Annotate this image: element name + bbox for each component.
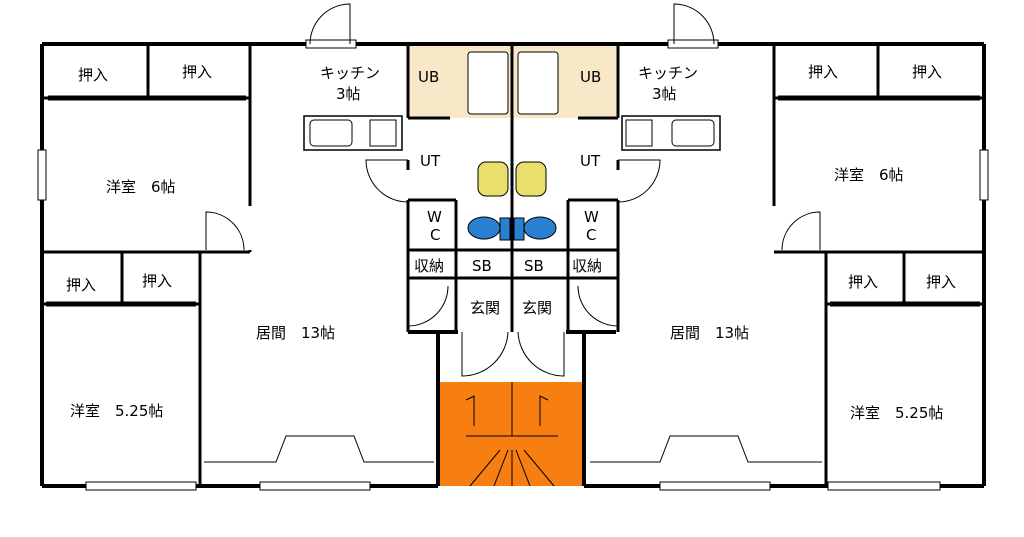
kitchen-left bbox=[303, 115, 403, 151]
label-youshitsu-525-right: 洋室 5.25帖 bbox=[850, 404, 943, 422]
label-ut-left: UT bbox=[420, 152, 441, 170]
label-youshitsu-525-left: 洋室 5.25帖 bbox=[70, 402, 163, 420]
stairs-fill bbox=[438, 382, 584, 486]
washbasin-left bbox=[477, 161, 509, 197]
label-wc-c-right: C bbox=[586, 226, 596, 244]
label-oshiire-2: 押入 bbox=[182, 63, 212, 81]
label-ima-left: 居間 13帖 bbox=[256, 324, 335, 342]
windows bbox=[37, 39, 989, 491]
label-shuunou-left: 収納 bbox=[414, 257, 444, 275]
label-ut-right: UT bbox=[580, 152, 601, 170]
door-swings bbox=[205, 3, 821, 377]
label-sb-left: SB bbox=[472, 257, 492, 275]
label-wc-c-left: C bbox=[430, 226, 440, 244]
label-oshiire-1: 押入 bbox=[78, 66, 108, 84]
bathtub-right bbox=[517, 51, 559, 115]
label-oshiire-6: 押入 bbox=[912, 63, 942, 81]
closet-doors bbox=[46, 95, 980, 307]
stair-lines bbox=[465, 382, 558, 487]
label-oshiire-3: 押入 bbox=[66, 276, 96, 294]
label-kitchen-size-left: 3帖 bbox=[336, 85, 361, 103]
toilet-left bbox=[467, 216, 511, 241]
label-youshitsu-6-right: 洋室 6帖 bbox=[834, 166, 904, 184]
living-openings bbox=[204, 435, 822, 463]
interior-walls bbox=[42, 44, 984, 486]
bathtub-left bbox=[467, 51, 509, 115]
label-ub-left: UB bbox=[418, 68, 439, 86]
toilet-right bbox=[513, 216, 557, 241]
label-wc-w-left: W bbox=[427, 208, 442, 226]
label-oshiire-4: 押入 bbox=[142, 272, 172, 290]
label-genkan-left: 玄関 bbox=[470, 299, 500, 317]
label-genkan-right: 玄関 bbox=[522, 299, 552, 317]
outer-walls bbox=[40, 42, 986, 488]
label-kitchen-left: キッチン bbox=[320, 64, 380, 82]
label-youshitsu-6-left: 洋室 6帖 bbox=[106, 178, 176, 196]
label-ub-right: UB bbox=[580, 68, 601, 86]
label-kitchen-size-right: 3帖 bbox=[652, 85, 677, 103]
label-wc-w-right: W bbox=[584, 208, 599, 226]
label-ima-right: 居間 13帖 bbox=[670, 324, 749, 342]
label-oshiire-7: 押入 bbox=[848, 273, 878, 291]
label-shuunou-right: 収納 bbox=[572, 257, 602, 275]
washbasin-right bbox=[515, 161, 547, 197]
room-labels: 押入 押入 押入 押入 押入 押入 押入 押入 洋室 6帖 洋室 6帖 洋室 5… bbox=[66, 63, 956, 422]
kitchen-right bbox=[621, 115, 721, 151]
label-oshiire-8: 押入 bbox=[926, 273, 956, 291]
label-oshiire-5: 押入 bbox=[808, 63, 838, 81]
label-sb-right: SB bbox=[524, 257, 544, 275]
label-kitchen-right: キッチン bbox=[638, 64, 698, 82]
